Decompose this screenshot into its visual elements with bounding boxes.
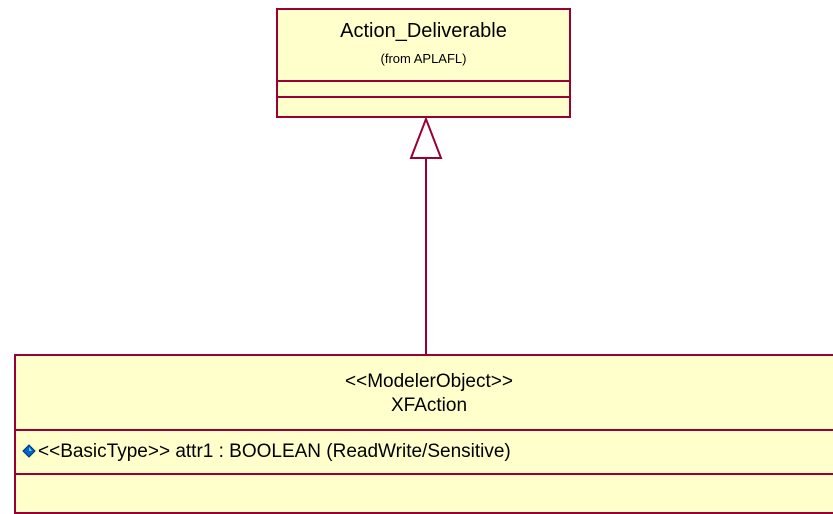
class-name: XFAction (390, 395, 468, 416)
class-action-deliverable[interactable]: Action_Deliverable (from APLAFL) (276, 8, 571, 118)
class-xfaction[interactable]: <<ModelerObject>> XFAction <<BasicType>>… (14, 354, 833, 514)
class-name-compartment: <<ModelerObject>> XFAction (16, 356, 833, 431)
class-stereotype: <<ModelerObject>> (345, 371, 513, 392)
class-name-compartment: Action_Deliverable (from APLAFL) (278, 10, 569, 82)
class-package-label: (from APLAFL) (380, 51, 467, 66)
class-name: Action_Deliverable (340, 20, 507, 42)
public-attribute-diamond-icon (22, 441, 36, 465)
attribute-compartment: <<BasicType>> attr1 : BOOLEAN (ReadWrite… (16, 431, 833, 475)
attribute-compartment (278, 82, 569, 98)
generalization-arrowhead (409, 116, 443, 159)
attribute-text: <<BasicType>> attr1 : BOOLEAN (ReadWrite… (38, 441, 511, 462)
